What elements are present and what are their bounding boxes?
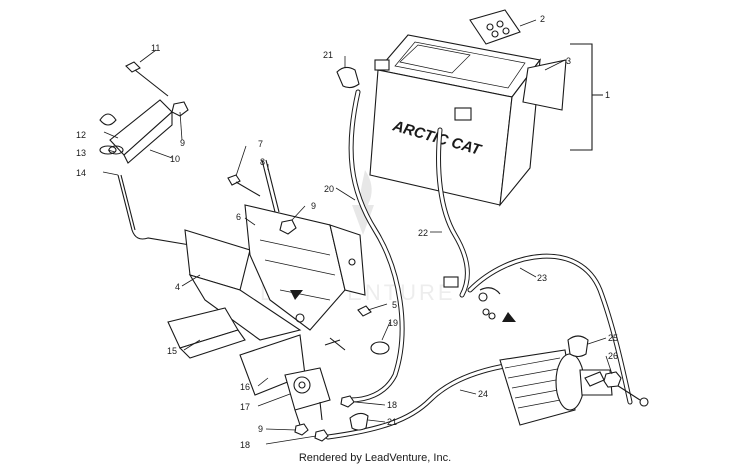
callout-2: 2 xyxy=(540,14,545,24)
washer-13 xyxy=(99,145,117,155)
footer-credit: Rendered by LeadVenture, Inc. xyxy=(298,452,452,464)
nut-9-mid xyxy=(279,219,297,235)
direction-arrow-right xyxy=(502,312,516,322)
callout-12: 12 xyxy=(76,130,86,140)
callout-16: 16 xyxy=(240,382,250,392)
callout-5: 5 xyxy=(392,300,397,310)
callout-13: 13 xyxy=(76,148,86,158)
nut-9-bottom xyxy=(294,423,309,436)
callout-7: 7 xyxy=(258,139,263,149)
callout-14: 14 xyxy=(76,168,86,178)
callout-20: 20 xyxy=(324,184,334,194)
battery-pad xyxy=(522,59,567,111)
screw-5 xyxy=(357,305,372,317)
callout-8: 8 xyxy=(260,157,265,167)
strap-8 xyxy=(261,159,280,213)
nut-18-right xyxy=(340,395,355,408)
callout-11: 11 xyxy=(151,43,160,53)
battery-tray-4 xyxy=(184,229,302,341)
clip-19 xyxy=(370,341,390,355)
callout-4: 4 xyxy=(175,282,180,292)
callout-3: 3 xyxy=(566,56,571,66)
rod-14 xyxy=(117,174,191,246)
direction-arrow-left xyxy=(290,290,303,300)
nut-18-left xyxy=(314,429,329,442)
callout-numbers: 1 2 3 4 5 6 7 8 9 9 9 10 11 12 13 14 15 … xyxy=(76,14,618,450)
callout-15: 15 xyxy=(167,346,177,356)
callout-9b: 9 xyxy=(311,201,316,211)
callout-18a: 18 xyxy=(387,400,397,410)
callout-6: 6 xyxy=(236,212,241,222)
terminal-boot-25 xyxy=(567,335,589,358)
terminal-hardware-kit xyxy=(469,9,521,45)
callout-10: 10 xyxy=(170,154,180,164)
battery: ARCTIC CAT xyxy=(369,34,541,207)
mounting-bracket-6 xyxy=(244,204,366,331)
callout-26: 26 xyxy=(608,351,618,361)
callout-21b: 21 xyxy=(387,417,397,427)
terminal-hardware-22 xyxy=(443,276,501,320)
nut-26 xyxy=(603,371,622,388)
callout-22: 22 xyxy=(418,228,428,238)
terminal-boot-21-bottom xyxy=(349,412,369,431)
bolt-7 xyxy=(227,174,261,197)
callout-23: 23 xyxy=(537,273,547,283)
solenoid-17 xyxy=(284,367,331,426)
callout-25: 25 xyxy=(608,333,618,343)
callout-17: 17 xyxy=(240,402,250,412)
terminal-boot-21-top xyxy=(336,66,360,89)
callout-19: 19 xyxy=(388,318,398,328)
callout-9a: 9 xyxy=(180,138,185,148)
leader-lines xyxy=(102,19,613,445)
bracket-10 xyxy=(108,99,173,164)
callout-24: 24 xyxy=(478,389,488,399)
callout-1: 1 xyxy=(605,90,610,100)
callout-21a: 21 xyxy=(323,50,333,60)
assembly-bracket-1 xyxy=(570,43,603,151)
wing-nut-12 xyxy=(99,113,117,126)
callout-18b: 18 xyxy=(240,440,250,450)
callout-9c: 9 xyxy=(258,424,263,434)
bolt-11 xyxy=(125,61,169,97)
nut-9-top xyxy=(171,101,189,117)
